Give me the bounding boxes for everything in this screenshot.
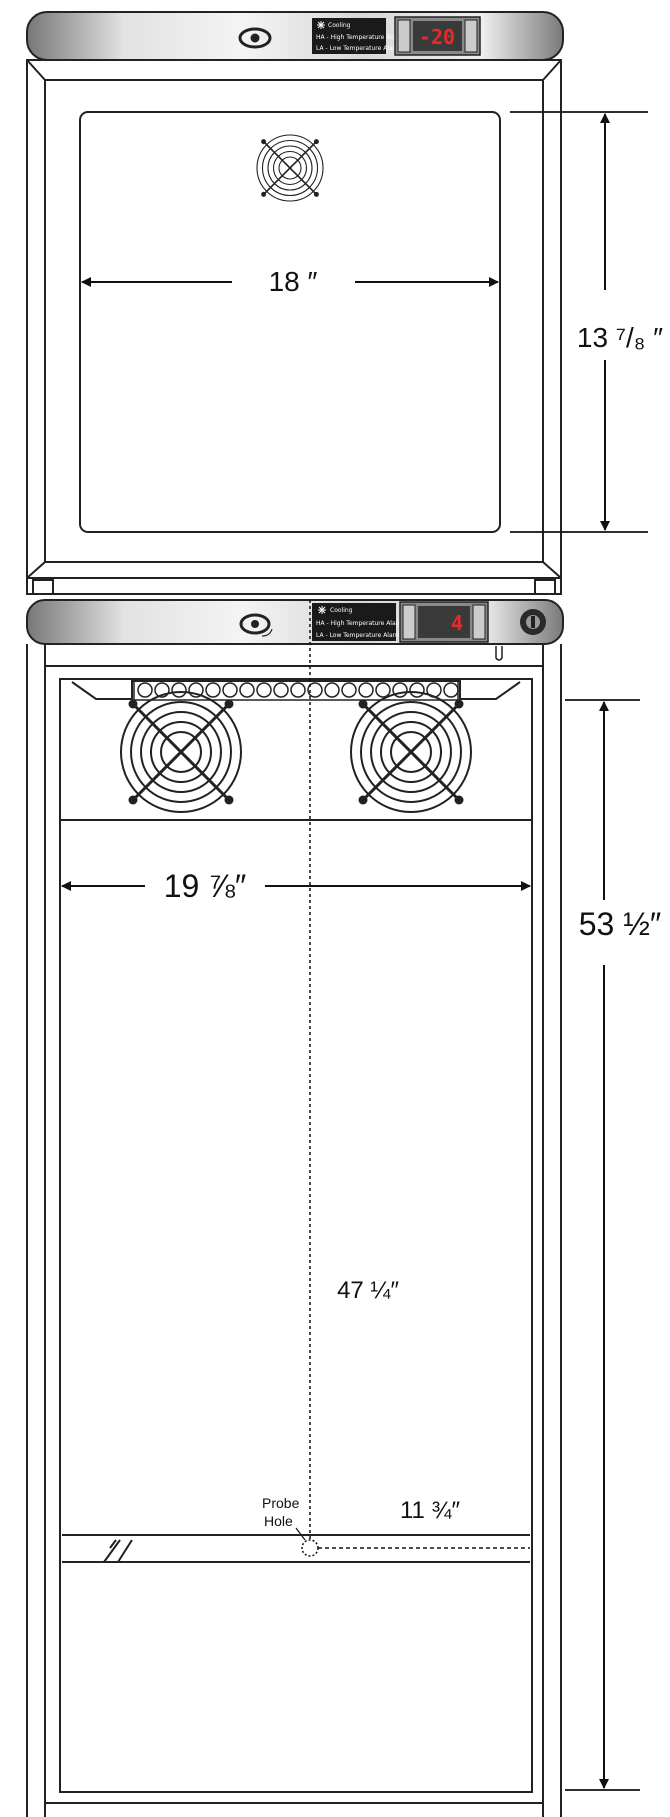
- vent-hole: [273, 682, 289, 698]
- fan-housing: [71, 680, 521, 700]
- vent-hole: [443, 682, 459, 698]
- vent-holes: [137, 682, 459, 698]
- vent-hole: [290, 682, 306, 698]
- upper-legend-panel: [312, 18, 386, 54]
- upper-width-label: 18 ″: [269, 266, 318, 297]
- vent-hole: [239, 682, 255, 698]
- upper-right-buttons[interactable]: [464, 19, 478, 53]
- key-lock-icon[interactable]: [238, 27, 272, 49]
- probe-height-label: 47 ¼″: [337, 1277, 399, 1304]
- upper-display-value: -20: [419, 25, 455, 49]
- vent-hole: [171, 682, 187, 698]
- lower-fan-grille-left-icon: [119, 690, 243, 814]
- lower-legend-line-2: HA - High Temperature Alarm: [316, 620, 404, 627]
- vent-hole: [307, 682, 323, 698]
- vent-hole: [375, 682, 391, 698]
- lower-right-buttons[interactable]: [472, 604, 486, 640]
- lower-height-label: 53 ½″: [579, 906, 662, 942]
- lower-width-label: 19 ⅞″: [164, 868, 247, 904]
- upper-legend-line-1: Cooling: [328, 22, 351, 29]
- upper-cabinet: [26, 59, 562, 595]
- vent-hole: [137, 682, 153, 698]
- upper-window: [79, 111, 501, 533]
- vent-hole: [256, 682, 272, 698]
- lower-fan-grille-right-icon: [349, 690, 473, 814]
- probe-label-line-2: Hole: [264, 1513, 293, 1529]
- bottom-shelf: [62, 1534, 530, 1563]
- lower-temperature-display: [418, 606, 470, 638]
- upper-unit: Cooling HA - High Temperature Alarm LA -…: [26, 11, 663, 595]
- vent-hole: [154, 682, 170, 698]
- probe-offset-label: 11 ¾″: [400, 1497, 461, 1524]
- upper-fan-grille-icon: [256, 134, 324, 202]
- upper-height-label: 13 ⁷/₈ ″: [577, 322, 663, 353]
- vent-hole: [409, 682, 425, 698]
- vent-hole: [205, 682, 221, 698]
- vent-hole: [341, 682, 357, 698]
- probe-hole: [301, 1539, 319, 1557]
- upper-temperature-display: [413, 21, 462, 51]
- upper-control-panel: [26, 11, 564, 61]
- upper-legend-line-2: HA - High Temperature Alarm: [316, 34, 404, 41]
- probe-label-line-1: Probe: [262, 1495, 300, 1511]
- lower-left-buttons[interactable]: [402, 604, 416, 640]
- probe-leader: [295, 1527, 306, 1541]
- vent-hole: [222, 682, 238, 698]
- vent-hole: [188, 682, 204, 698]
- upper-legend-line-3: LA - Low Temperature Alarm: [316, 45, 401, 52]
- vent-hole: [392, 682, 408, 698]
- lower-display-value: 4: [451, 611, 463, 635]
- vent-hole: [358, 682, 374, 698]
- lower-legend-line-1: Cooling: [330, 607, 353, 614]
- key-lock-icon[interactable]: [239, 613, 273, 637]
- lower-drain-hook: [495, 646, 503, 661]
- vent-hole: [324, 682, 340, 698]
- lower-unit: Cooling HA - High Temperature Alarm LA -…: [26, 599, 662, 1817]
- lower-legend-panel: [312, 603, 396, 641]
- lower-cabinet: [26, 644, 562, 1817]
- snowflake-icon: [318, 606, 326, 614]
- lower-legend-line-3: LA - Low Temperature Alarm: [316, 632, 401, 639]
- snowflake-icon: [317, 21, 325, 29]
- round-lock-icon[interactable]: [520, 609, 546, 635]
- upper-left-buttons[interactable]: [397, 19, 411, 53]
